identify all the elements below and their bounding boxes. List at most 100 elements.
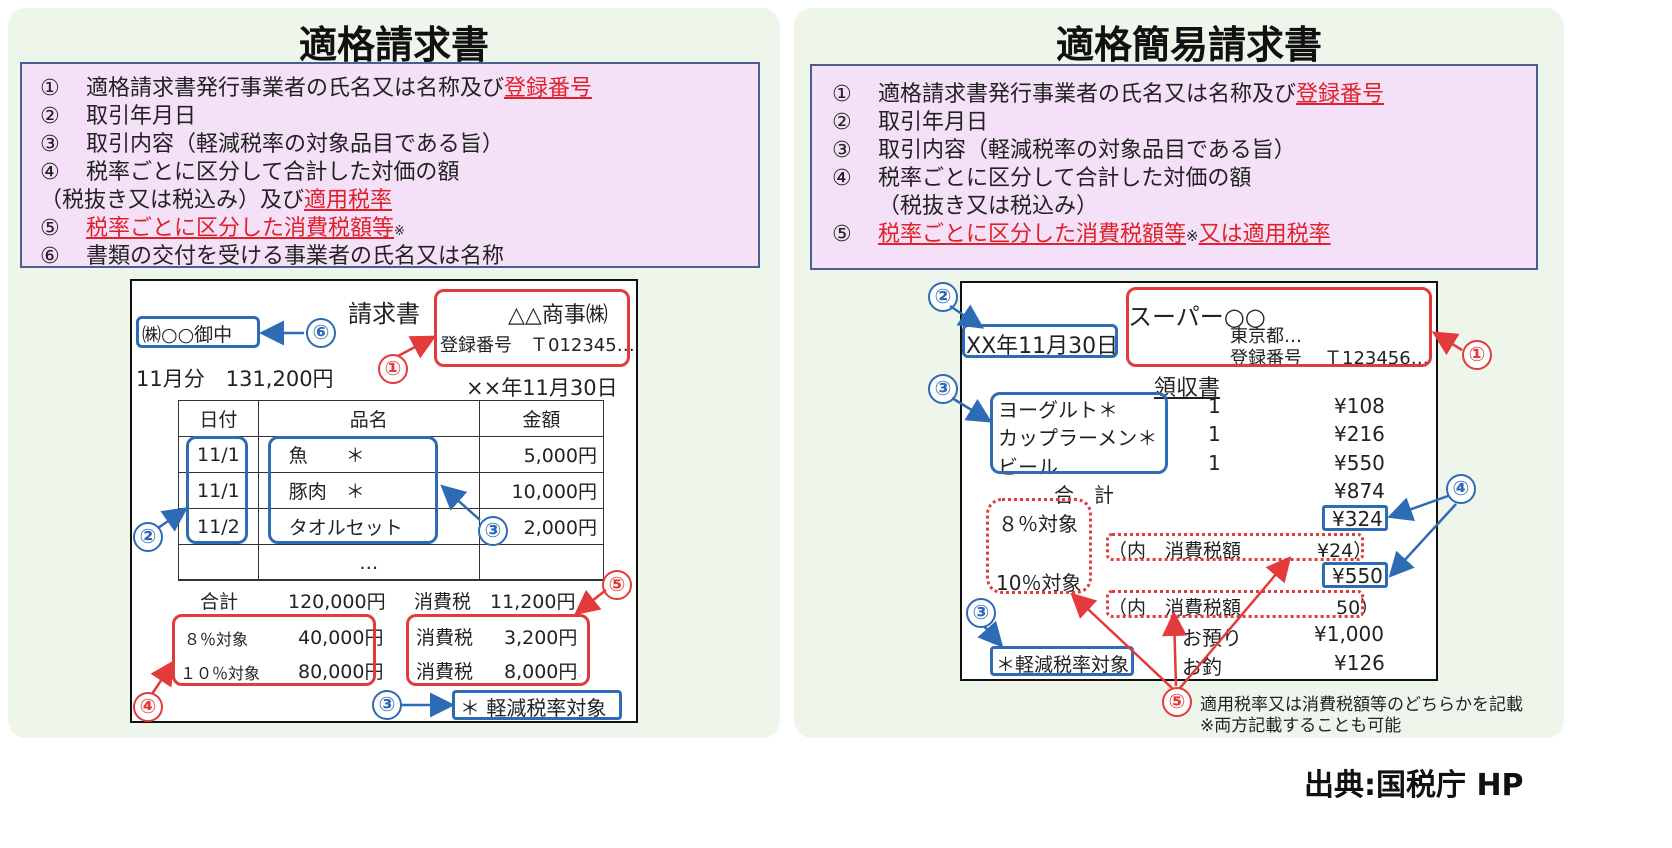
source-credit: 出典:国税庁 HP: [1304, 768, 1524, 803]
invoice-customer: ㈱○○御中: [142, 324, 233, 346]
receipt-date-highlight: [962, 324, 1118, 358]
right-note-1: 適用税率又は消費税額等のどちらかを記載: [1200, 695, 1523, 715]
invoice-tax8-label: 消費税: [416, 627, 474, 649]
arrow-left-2: [157, 507, 189, 532]
invoice-rate10: 80,000円: [298, 661, 384, 683]
arrow-right-3-items: [951, 396, 993, 423]
invoice-tax8: 3,200円: [504, 627, 578, 649]
right-panel-title: 適格簡易請求書: [1055, 23, 1322, 67]
arrow-left-5: [574, 589, 607, 616]
arrow-right-5a: [1070, 592, 1173, 689]
invoice-seller-highlight: [434, 289, 630, 367]
receipt-change-label: お釣: [1182, 655, 1222, 679]
left-callout-6: ⑥: [306, 318, 336, 348]
invoice-reg-no: Ｔ012345…: [530, 335, 635, 356]
receipt-store-highlight: [1126, 287, 1432, 367]
receipt-address: 東京都…: [1230, 326, 1302, 347]
invoice-cell-item: 魚 ＊: [257, 436, 480, 473]
left-callout-4: ④: [133, 692, 163, 722]
receipt-item-price: ¥550: [1334, 451, 1385, 475]
receipt-rate10-highlight: [1322, 562, 1388, 588]
table-row: …: [178, 544, 605, 581]
receipt-rate-labels-highlight: [986, 498, 1092, 594]
left-callout-5: ⑤: [602, 570, 632, 600]
arrow-left-4: [150, 659, 175, 695]
receipt-rate8-label: ８％対象: [998, 512, 1078, 536]
invoice-tax-label: 消費税: [414, 591, 472, 613]
invoice-customer-highlight: [136, 316, 260, 348]
table-row: 11/1 魚 ＊ 5,000円: [178, 436, 605, 473]
receipt-deposit-label: お預り: [1182, 626, 1242, 650]
invoice-title: 請求書: [348, 300, 420, 328]
invoice-tax10-label: 消費税: [416, 661, 474, 683]
invoice-rate8-label: ８％対象: [184, 630, 249, 649]
arrow-right-4b: [1388, 503, 1457, 578]
invoice-dates-highlight: [186, 436, 248, 544]
invoice-cell-amount: [478, 544, 605, 581]
receipt-reg-label: 登録番号: [1230, 348, 1302, 369]
receipt-tax8: （内 消費税額 ¥24）: [1108, 540, 1373, 562]
receipt-item-qty: 1: [1208, 422, 1221, 446]
invoice-reduced-note: ＊ 軽減税率対象: [460, 696, 607, 720]
invoice-header-amount: 金額: [478, 400, 605, 437]
invoice-seller: △△商事㈱: [508, 303, 608, 328]
receipt-date: XX年11月30日: [966, 334, 1119, 359]
receipt-item-price: ¥108: [1334, 394, 1385, 418]
receipt-item-qty: 1: [1208, 394, 1221, 418]
invoice-rate-totals-highlight: [172, 614, 376, 686]
receipt-total: ¥874: [1334, 479, 1385, 503]
right-callout-2: ②: [928, 282, 958, 312]
arrow-right-4a: [1387, 494, 1449, 522]
invoice-reg-label: 登録番号: [440, 335, 512, 356]
arrow-right-5b: [1162, 611, 1188, 687]
receipt-item-price: ¥216: [1334, 422, 1385, 446]
arrow-left-1: [397, 335, 437, 359]
receipt-deposit: ¥1,000: [1314, 622, 1384, 646]
right-callout-5: ⑤: [1162, 687, 1192, 717]
invoice-cell-amount: 5,000円: [478, 436, 605, 473]
receipt-reduced-note-highlight: [990, 646, 1134, 676]
receipt-items-highlight: [990, 392, 1168, 474]
receipt-item-name: ビール: [998, 455, 1058, 479]
arrow-right-3-note: [977, 620, 1004, 648]
invoice-tax: 11,200円: [490, 591, 576, 613]
receipt-item-name: ヨーグルト＊: [998, 398, 1118, 422]
invoice-summary-rule: [178, 579, 604, 580]
receipt-reg-no: Ｔ123456…: [1324, 348, 1429, 369]
invoice-rate8: 40,000円: [298, 627, 384, 649]
arrow-right-5c: [1179, 556, 1292, 689]
invoice-total-label: 合計: [200, 591, 239, 613]
arrow-right-1: [1431, 331, 1463, 356]
invoice-items-highlight: [268, 436, 438, 544]
receipt-rate8: ¥324: [1332, 507, 1383, 531]
left-req-4-cont: （税抜き又は税込み）及び適用税率: [40, 188, 393, 213]
receipt-item-qty: 1: [1208, 451, 1221, 475]
receipt-rate10: ¥550: [1332, 564, 1383, 588]
invoice-date: ××年11月30日: [466, 376, 618, 400]
left-callout-1: ①: [378, 354, 408, 384]
invoice-rate10-label: １０％対象: [180, 664, 261, 683]
invoice-table: 日付 品名 金額 11/1 魚 ＊ 5,000円 11/1 豚肉 ＊ 10,00…: [178, 400, 605, 581]
left-panel-title: 適格請求書: [298, 23, 489, 67]
receipt-item-name: カップラーメン＊: [998, 426, 1158, 450]
right-callout-4: ④: [1446, 474, 1476, 504]
receipt-tax8-highlight: [1106, 533, 1364, 561]
invoice-cell-date: [178, 544, 259, 581]
arrow-right-2: [949, 304, 985, 329]
right-callout-1: ①: [1462, 340, 1492, 370]
invoice-month-total: 11月分 131,200円: [136, 367, 334, 391]
arrow-left-3-items: [440, 484, 481, 521]
receipt-change: ¥126: [1334, 651, 1385, 675]
